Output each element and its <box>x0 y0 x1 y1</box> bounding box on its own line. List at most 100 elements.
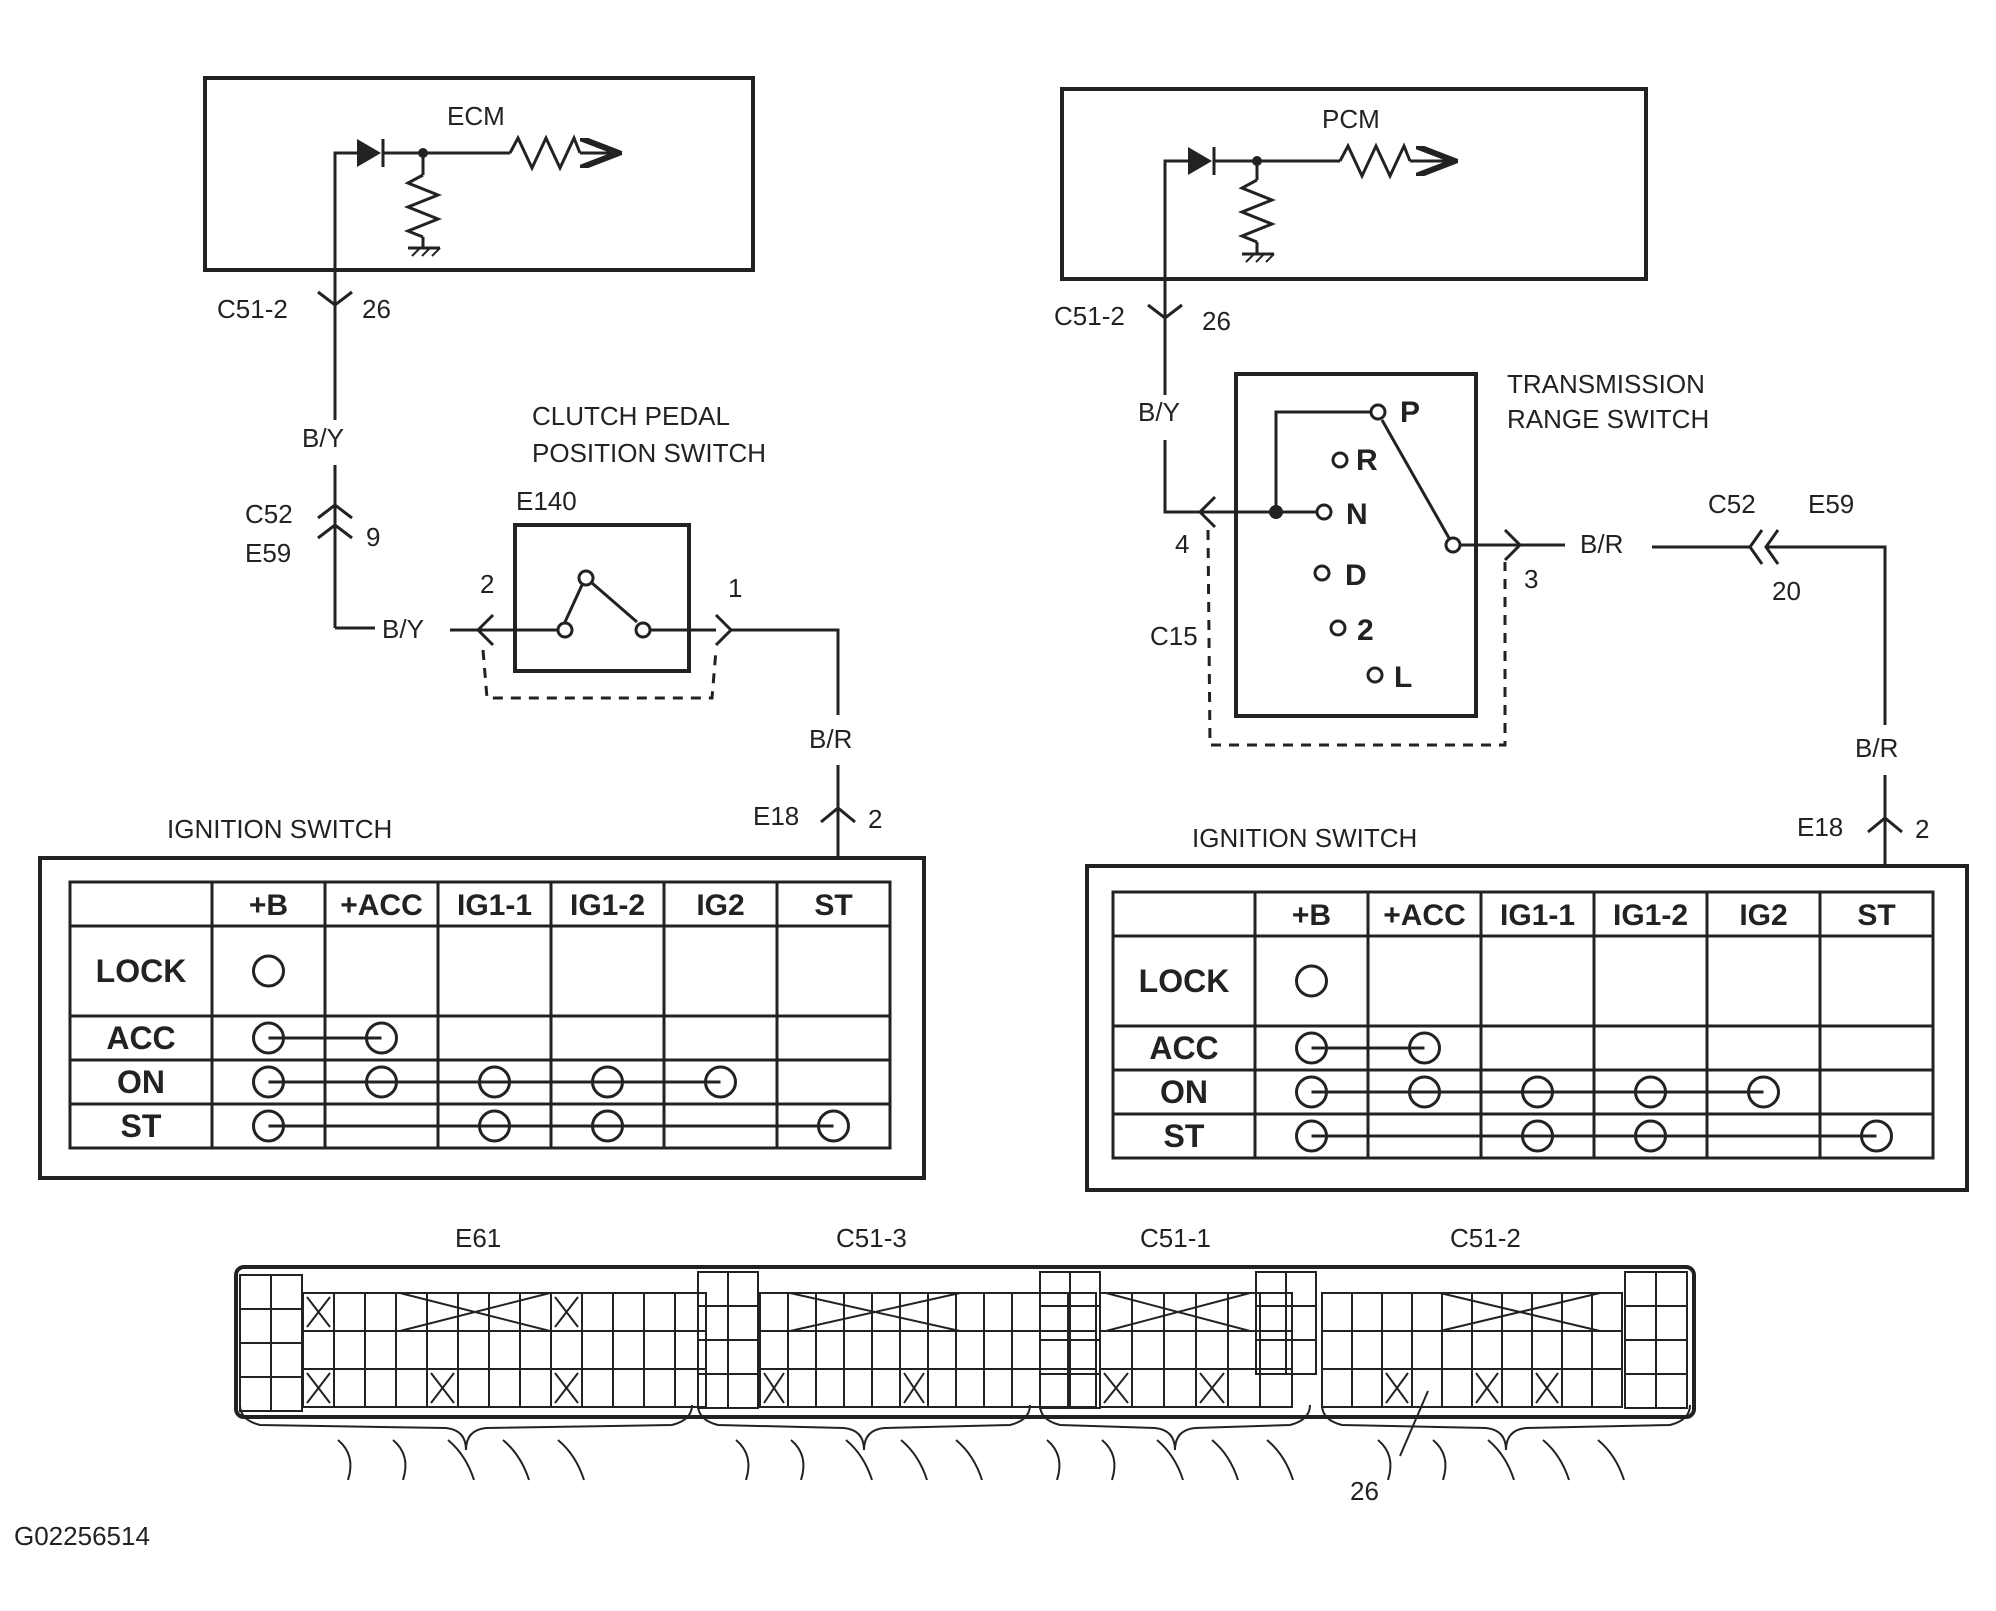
pin-9-label: 9 <box>366 522 380 552</box>
connector-label-e61: E61 <box>455 1223 501 1253</box>
pin-2-right-label: 2 <box>1915 814 1929 844</box>
connector-pin <box>1624 1373 1657 1409</box>
connector-pin <box>1655 1271 1688 1307</box>
connector-pin <box>697 1373 729 1409</box>
left-table-row-label: ACC <box>106 1020 175 1056</box>
connector-pin <box>1561 1330 1593 1370</box>
connector-pin <box>815 1368 845 1408</box>
connector-pin <box>759 1330 789 1370</box>
clutch-pin-1-label: 1 <box>728 573 742 603</box>
clutch-switch-title-line1: CLUTCH PEDAL <box>532 401 730 431</box>
connector-pin <box>1411 1292 1443 1332</box>
connector-pin <box>1624 1305 1657 1341</box>
connector-pin <box>697 1305 729 1341</box>
figure-id: G02256514 <box>14 1521 150 1551</box>
ecm-module-box <box>203 76 755 272</box>
connector-pin <box>333 1292 366 1332</box>
trs-pos-r: R <box>1356 444 1378 477</box>
connector-e18-right-symbol <box>1867 816 1903 834</box>
connector-pin <box>955 1368 985 1408</box>
connector-pin <box>1163 1368 1197 1408</box>
connector-pin <box>899 1330 929 1370</box>
connector-pin <box>270 1308 303 1344</box>
connector-pin <box>643 1292 676 1332</box>
connector-pin <box>333 1330 366 1370</box>
connector-pin <box>1591 1292 1623 1332</box>
connector-pin <box>364 1330 397 1370</box>
connector-pin <box>612 1330 645 1370</box>
connector-pin <box>550 1330 583 1370</box>
trs-pin-3-label: 3 <box>1524 564 1538 594</box>
connector-e59-label: E59 <box>245 538 291 568</box>
connector-pin <box>843 1330 873 1370</box>
pcm-pulldown-resistor-icon <box>1237 161 1277 263</box>
connector-pin <box>1441 1330 1473 1370</box>
connector-pin <box>581 1368 614 1408</box>
connector-pin <box>1259 1330 1293 1370</box>
connector-pin <box>871 1330 901 1370</box>
connector-pin <box>727 1305 759 1341</box>
trs-pos-2: 2 <box>1357 614 1374 647</box>
connector-pin <box>643 1330 676 1370</box>
connector-c51-2-symbol <box>317 290 353 307</box>
connector-pin <box>239 1342 272 1378</box>
connector-pin <box>1131 1292 1165 1332</box>
connector-pin <box>364 1368 397 1408</box>
pin-26-right-label: 26 <box>1202 306 1231 336</box>
connector-pin <box>270 1274 303 1310</box>
connector-pin-grids <box>239 1271 1691 1481</box>
right-table-col-header: +ACC <box>1383 899 1466 932</box>
left-table-col-header: IG1-2 <box>570 889 645 922</box>
connector-pin <box>1039 1271 1071 1307</box>
right-table-connection-dot <box>1747 1075 1780 1109</box>
connector-pin <box>457 1368 490 1408</box>
connector-pin <box>612 1368 645 1408</box>
left-table-connection-dot <box>478 1065 511 1099</box>
connector-pin <box>239 1308 272 1344</box>
wire-by-switch-label: B/Y <box>382 614 424 644</box>
right-table-connection-dot <box>1295 1031 1328 1065</box>
trs-pos-d: D <box>1345 559 1367 592</box>
connector-pin <box>1411 1330 1443 1370</box>
connector-pin <box>1531 1292 1563 1332</box>
right-table-col-header: +B <box>1292 899 1331 932</box>
connector-c52-label: C52 <box>245 499 293 529</box>
right-table-col-header: IG2 <box>1739 899 1787 932</box>
trs-pos-n: N <box>1346 498 1368 531</box>
connector-pin <box>1471 1330 1503 1370</box>
connector-pin <box>815 1330 845 1370</box>
connector-pin <box>1655 1305 1688 1341</box>
right-table-connection-dot <box>1295 964 1328 998</box>
connector-c51-2-right-symbol <box>1147 303 1183 320</box>
connector-pin <box>395 1330 428 1370</box>
connector-pin <box>1285 1339 1317 1375</box>
connector-pin <box>1591 1330 1623 1370</box>
connector-pin <box>1259 1292 1293 1332</box>
right-table-row-label: LOCK <box>1139 963 1230 999</box>
connector-pin <box>843 1368 873 1408</box>
right-table-col-header: IG1-2 <box>1613 899 1688 932</box>
connector-pin <box>1285 1305 1317 1341</box>
pin-26-label: 26 <box>362 294 391 324</box>
trs-pin-4-label: 4 <box>1175 529 1189 559</box>
connector-c52-e59-symbol <box>317 503 353 540</box>
connector-pin <box>395 1368 428 1408</box>
connector-pin <box>983 1368 1013 1408</box>
right-table-row-label: ON <box>1160 1074 1208 1110</box>
left-table-connection-dot <box>252 1021 285 1055</box>
connector-pin <box>727 1373 759 1409</box>
connector-pin <box>955 1330 985 1370</box>
connector-pin <box>1131 1368 1165 1408</box>
connector-pin <box>426 1330 459 1370</box>
trs-contacts <box>1197 403 1565 684</box>
connector-pin <box>727 1339 759 1375</box>
pcm-resistor-icon <box>1338 142 1452 180</box>
connector-pin <box>1591 1368 1623 1408</box>
connector-c52-right-label: C52 <box>1708 489 1756 519</box>
connector-pin <box>1351 1330 1383 1370</box>
connector-pin <box>1561 1368 1593 1408</box>
left-table-connection-dot <box>252 954 285 988</box>
connector-pin <box>1321 1330 1353 1370</box>
